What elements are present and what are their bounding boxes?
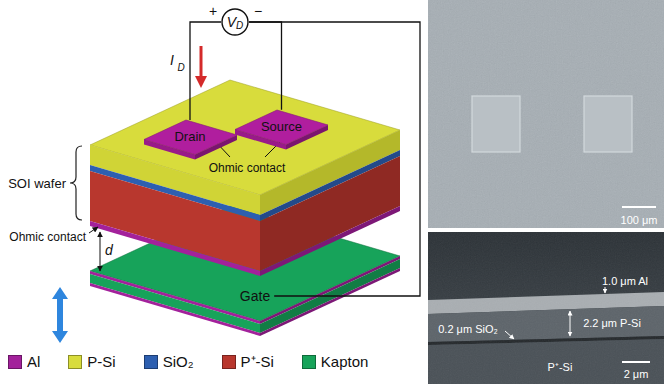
gap-dimension (100, 232, 101, 271)
gap-symbol: d (105, 242, 113, 258)
current-arrow (195, 46, 207, 88)
scale-bar-label-holder: 100 μm (621, 210, 658, 228)
sem-cross-section (428, 232, 664, 384)
sem-cross-section (622, 361, 650, 363)
legend-item: P⁺-Si (222, 353, 274, 370)
thickness-label-holder: 0.2 μm SiO₂ (438, 319, 498, 337)
sem-top-view (428, 0, 664, 228)
layer-group-label-holder: SOI wafer (8, 174, 66, 192)
polarity-sign-holder: − (254, 2, 262, 20)
current-subscript-holder: D (177, 57, 184, 75)
thickness-label-holder: 2.2 μm P-Si (583, 313, 641, 331)
legend-swatch (222, 355, 236, 369)
soi-block (90, 80, 400, 276)
thickness-label: 0.2 μm SiO₂ (438, 323, 498, 335)
polarity-sign: − (254, 3, 262, 19)
wire (249, 22, 420, 296)
node-text: Drain (174, 130, 205, 145)
gate-label-area: Gate (236, 286, 274, 306)
sem-cross-section (428, 232, 664, 384)
thickness-label: 2.2 μm P-Si (583, 317, 641, 329)
polarity-sign: + (209, 3, 217, 19)
legend-text: P⁺-Si (241, 353, 274, 370)
current-symbol-holder: I (170, 51, 174, 69)
sem-cross-section (428, 232, 664, 384)
contact-label: Ohmic contact (9, 230, 86, 244)
contact-label-holder: Ohmic contact (9, 227, 86, 245)
polarity-sign-holder: + (209, 2, 217, 20)
node-subtext: D (236, 20, 243, 32)
soi-brace (70, 146, 82, 220)
gate-plate (260, 268, 400, 336)
legend-text: P-Si (87, 353, 115, 370)
legend-item: Al (8, 353, 40, 370)
legend-swatch (144, 355, 158, 369)
scale-bar-label-holder: 2 μm (624, 364, 649, 382)
layer-label-holder: P⁺-Si (548, 357, 573, 375)
gap-symbol-holder: d (105, 241, 113, 259)
drain-pad: Drain (144, 120, 237, 160)
pad-top (235, 110, 328, 145)
contact-label-holder: Ohmic contact (209, 158, 286, 176)
current-subscript: D (177, 62, 184, 73)
legend-swatch (8, 355, 22, 369)
pad-top (144, 120, 237, 155)
source-pad: Source (235, 110, 328, 150)
thickness-label: 1.0 μm Al (602, 275, 648, 287)
scale-bar-label: 100 μm (621, 214, 658, 226)
soi-block (260, 206, 400, 276)
sem-cross-section (570, 311, 571, 336)
node-text: Source (261, 120, 302, 135)
meter-circle (222, 9, 248, 35)
legend: Al P-Si SiO₂ P⁺-Si Kapton (8, 353, 368, 370)
legend-swatch (68, 355, 82, 369)
legend-text: SiO₂ (163, 353, 194, 370)
layer-label: P⁺-Si (548, 361, 573, 373)
thickness-label-holder: 1.0 μm Al (602, 271, 648, 289)
legend-text: Al (27, 353, 40, 370)
wire (190, 22, 221, 120)
current-arrow (200, 46, 203, 78)
sem-top-view (622, 206, 656, 208)
node-text: V (227, 14, 236, 30)
voltmeter-circle: VD (221, 8, 249, 36)
current-symbol: I (170, 52, 174, 68)
gate-plate (90, 271, 260, 324)
sem-top-view (428, 0, 664, 228)
legend-item: SiO₂ (144, 353, 194, 370)
node-text: Gate (240, 288, 270, 304)
legend-item: P-Si (68, 353, 115, 370)
gate-plate (90, 283, 260, 336)
soi-block (90, 221, 260, 276)
legend-swatch (302, 355, 316, 369)
legend-text: Kapton (321, 353, 369, 370)
scale-bar-label: 2 μm (624, 368, 649, 380)
wire (249, 22, 282, 110)
motion-arrow (52, 287, 68, 343)
contact-label: Ohmic contact (209, 161, 286, 175)
layer-group-label: SOI wafer (8, 176, 66, 191)
sem-cross-section (605, 287, 606, 293)
soi-block (90, 171, 260, 271)
sem-top-view (472, 96, 520, 152)
sem-top-view (428, 0, 664, 228)
leader-line (89, 227, 98, 233)
sem-top-view (584, 96, 632, 152)
gate-plate (90, 274, 260, 333)
sem-cross-section (505, 331, 514, 339)
current-arrow (195, 76, 207, 88)
legend-item: Kapton (302, 353, 369, 370)
